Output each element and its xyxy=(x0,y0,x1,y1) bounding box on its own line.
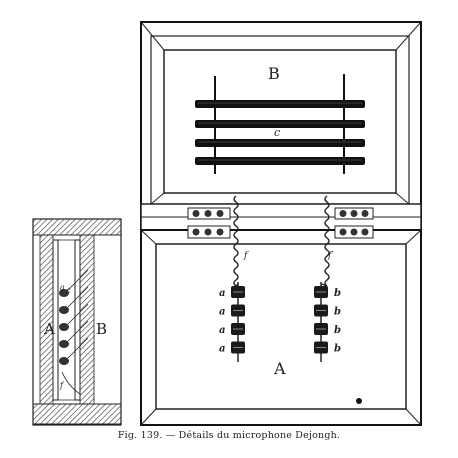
contact-left-4: a xyxy=(219,341,245,355)
panel-a-frame xyxy=(140,229,422,426)
carbon-rod-2 xyxy=(195,120,365,128)
section-label-f: f xyxy=(59,381,65,390)
terminal-block-left-top xyxy=(187,207,231,220)
carbon-rod-4 xyxy=(195,157,365,165)
panel-a-label: A xyxy=(273,359,286,378)
terminal-block-left-bottom xyxy=(187,225,231,239)
section-label-left: A xyxy=(43,320,55,338)
section-top-wall xyxy=(32,218,122,236)
terminal-block-right-bottom xyxy=(334,225,374,239)
contact-label-left: a xyxy=(219,288,225,299)
contact-label-right: b xyxy=(334,325,341,336)
contact-label-left: a xyxy=(219,325,225,336)
figure-caption: Fig. 139. — Détails du microphone Dejong… xyxy=(117,430,341,441)
wire-label-left: f xyxy=(243,251,249,261)
section-board-a xyxy=(52,239,59,401)
coiled-wire-left xyxy=(233,195,239,287)
coiled-wire-right xyxy=(321,195,330,287)
section-contacts xyxy=(59,289,69,365)
section-label-right: B xyxy=(96,320,107,338)
carbon-label: c xyxy=(274,126,280,139)
section-label-c: c xyxy=(66,286,71,295)
contact-label-right: b xyxy=(334,307,341,318)
contact-right-2: b xyxy=(314,304,341,318)
carbon-rod-3 xyxy=(195,139,365,147)
contact-right-3: b xyxy=(314,323,341,336)
contact-label-right: b xyxy=(334,288,341,299)
contact-left-3: a xyxy=(219,323,245,336)
contact-label-left: a xyxy=(219,307,225,318)
carbon-rod-1 xyxy=(195,100,365,108)
panel-a xyxy=(155,243,407,410)
contact-left-1: a xyxy=(219,286,245,299)
contact-left-2: a xyxy=(219,304,245,318)
panel-b-label: B xyxy=(268,64,280,83)
section-bottom-wall xyxy=(32,403,122,425)
terminal-block-right-top xyxy=(334,207,374,220)
contact-label-left: a xyxy=(219,344,225,355)
section-board-b xyxy=(74,239,81,401)
contact-right-4: b xyxy=(314,341,341,355)
carbon-rods xyxy=(195,74,365,174)
ink-spot xyxy=(356,398,362,404)
contact-label-right: b xyxy=(334,344,341,355)
contact-right-1: b xyxy=(314,286,341,299)
wire-label-right: f′ xyxy=(327,251,333,261)
section-pillar-right xyxy=(79,234,95,405)
section-label-a-upper: a xyxy=(60,283,65,292)
cross-section-view: a c f A B xyxy=(32,218,122,426)
